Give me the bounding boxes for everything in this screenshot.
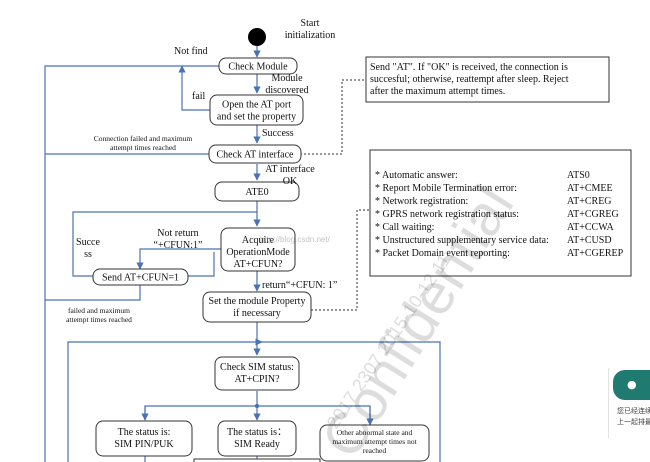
text-line: failed and maximum bbox=[68, 306, 130, 315]
label-success: Success bbox=[262, 128, 294, 139]
widget-line-2: 上一起排最 bbox=[617, 418, 650, 426]
sim-pin-box: The status is:SIM PIN/PUK bbox=[95, 420, 193, 457]
at-command-name: * Call waiting: bbox=[375, 222, 434, 233]
text-line: ATE0 bbox=[245, 187, 268, 198]
at-commands-note: * Automatic answer: ATS0 * Report Mobile T… bbox=[369, 149, 632, 277]
text-line: return“+CFUN: 1” bbox=[262, 280, 337, 291]
label-return-cfun: return“+CFUN: 1” bbox=[262, 280, 337, 291]
at-command-name: * Network registration: bbox=[375, 196, 468, 207]
label-not-find: Not find bbox=[174, 46, 208, 57]
text-line: ss bbox=[84, 249, 92, 260]
text-line: Start bbox=[301, 18, 320, 29]
text-line: attempt times reached bbox=[110, 143, 176, 152]
text-line: Connection failed and maximum bbox=[94, 134, 193, 143]
text-line: Check AT interface bbox=[216, 150, 294, 161]
at-command-code: AT+CMEE bbox=[567, 183, 613, 194]
text-line: Not find bbox=[174, 46, 208, 57]
at-command-code: AT+CGEREP bbox=[567, 248, 624, 259]
svg-text:The status is：SIM Ready: The status is：SIM Ready bbox=[227, 427, 287, 450]
text-line: OK bbox=[283, 176, 298, 187]
text-line: Success bbox=[262, 128, 294, 139]
at-command-code: AT+CGREG bbox=[567, 209, 619, 220]
text-line: if necessary bbox=[233, 308, 280, 319]
connectors bbox=[44, 46, 441, 462]
send-at-note: Send "AT". If "OK" is received, the conn… bbox=[365, 56, 610, 103]
send-cfun-box: Send AT+CFUN=1 bbox=[92, 268, 189, 286]
text-line: fail bbox=[192, 91, 206, 102]
watermark-blog: http://blog.csdn.net/ bbox=[260, 235, 331, 244]
text-line: Send AT+CFUN=1 bbox=[102, 273, 179, 284]
text-line: AT+CPIN? bbox=[234, 374, 280, 385]
text-line: after the maximum attempt times. bbox=[370, 86, 505, 97]
text-line: Send "AT". If "OK" is received, the conn… bbox=[370, 62, 568, 73]
text-line: Module bbox=[271, 73, 303, 84]
svg-text:The status is:SIM PIN/PUK: The status is:SIM PIN/PUK bbox=[114, 427, 174, 450]
text-line: Not return bbox=[157, 228, 198, 239]
label-not-return: Not return“+CFUN:1” bbox=[154, 228, 203, 251]
text-line: discovered bbox=[265, 85, 308, 96]
text-line: The status is： bbox=[227, 427, 287, 438]
text-line: The status is: bbox=[118, 427, 171, 438]
text-line: OperationMode bbox=[226, 247, 290, 258]
check-module-box: Check Module bbox=[218, 57, 298, 75]
label-fail: fail bbox=[192, 91, 206, 102]
ate0-box: ATE0 bbox=[214, 181, 300, 202]
check-at-interface-box: Check AT interface bbox=[208, 144, 302, 164]
side-widget[interactable]: ● 您已经连续 上一起排最 bbox=[608, 368, 650, 438]
text-line: succesful; otherwise, reattempt after sl… bbox=[370, 74, 569, 85]
svg-text:Check SIM status:AT+CPIN?: Check SIM status:AT+CPIN? bbox=[220, 362, 294, 385]
text-line: Succe bbox=[76, 237, 100, 248]
at-command-code: AT+CREG bbox=[567, 196, 612, 207]
text-line: maximum attempt times not bbox=[332, 437, 417, 446]
text-line: Acquire bbox=[242, 235, 275, 246]
at-command-code: AT+CCWA bbox=[567, 222, 615, 233]
text-line: and set the property bbox=[217, 112, 296, 123]
text-line: SIM PIN/PUK bbox=[114, 439, 174, 450]
at-command-name: * Automatic answer: bbox=[375, 170, 458, 181]
text-line: AT interface bbox=[265, 164, 315, 175]
text-line: Open the AT port bbox=[222, 100, 291, 111]
widget-line-1: 您已经连续 bbox=[617, 407, 650, 415]
text-line: reached bbox=[363, 446, 387, 455]
sim-ready-box: The status is：SIM Ready bbox=[217, 420, 297, 457]
start-node bbox=[248, 28, 266, 46]
at-command-name: * Report Mobile Termination error: bbox=[375, 183, 517, 194]
text-line: Check Module bbox=[228, 62, 288, 73]
at-command-code: ATS0 bbox=[567, 170, 590, 181]
text-line: Set the module Property bbox=[209, 296, 306, 307]
text-line: initialization bbox=[285, 30, 336, 41]
text-line: attempt times reached bbox=[66, 315, 132, 324]
at-command-name: * Unstructured supplementary service dat… bbox=[375, 235, 549, 246]
svg-text:ATE0: ATE0 bbox=[245, 187, 268, 198]
svg-text:Send AT+CFUN=1: Send AT+CFUN=1 bbox=[102, 273, 179, 284]
chat-bubble-icon[interactable]: ● bbox=[613, 370, 650, 400]
at-command-name: * Packet Domain event reporting: bbox=[375, 248, 510, 259]
text-line: Check SIM status: bbox=[220, 362, 294, 373]
text-line: AT+CFUN? bbox=[234, 259, 284, 270]
at-command-code: AT+CUSD bbox=[567, 235, 612, 246]
text-line: Other abnormal state and bbox=[337, 428, 413, 437]
text-line: “+CFUN:1” bbox=[154, 240, 203, 251]
svg-text:Check Module: Check Module bbox=[228, 62, 288, 73]
at-command-name: * GPRS network registration status: bbox=[375, 209, 519, 220]
text-line: SIM Ready bbox=[234, 439, 280, 450]
svg-text:Send "AT". If "OK" is received: Send "AT". If "OK" is received, the conn… bbox=[370, 62, 569, 97]
svg-text:Check AT interface: Check AT interface bbox=[216, 150, 294, 161]
check-sim-box: Check SIM status:AT+CPIN? bbox=[214, 356, 300, 391]
